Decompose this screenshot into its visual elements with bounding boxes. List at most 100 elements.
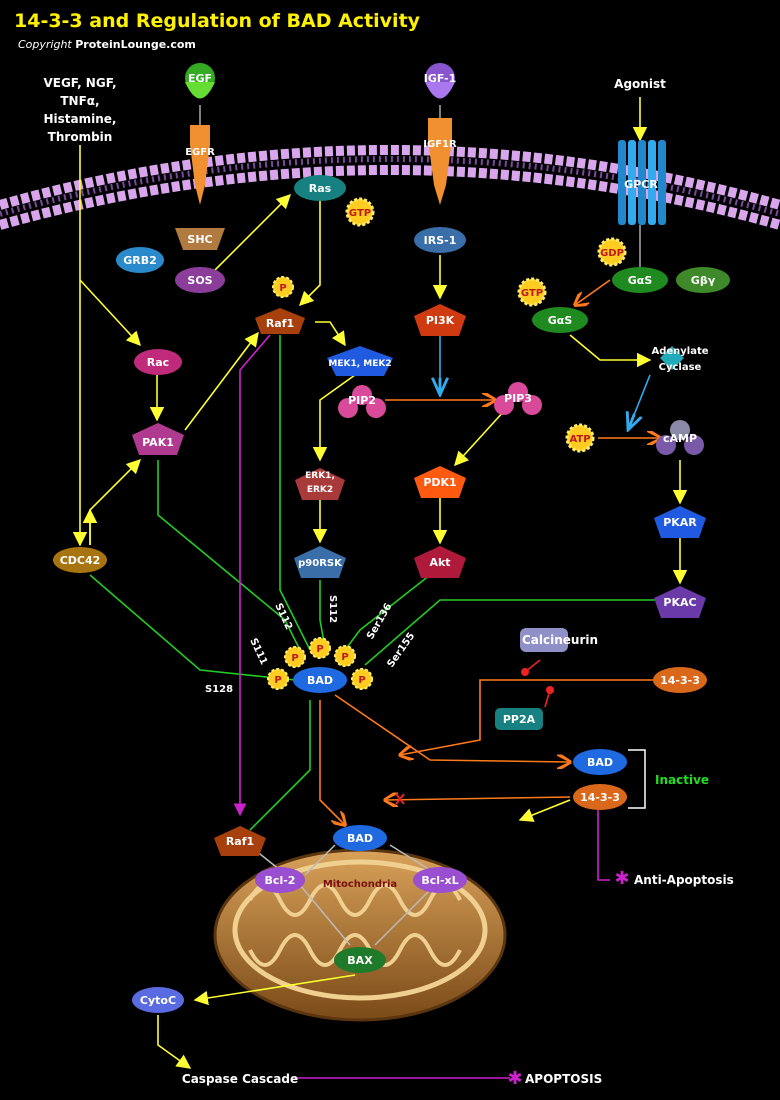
inhibition-lines (233, 334, 610, 1079)
node-erk: ERK1, ERK2 (295, 468, 345, 500)
mitochondria-label: Mitochondria (323, 879, 397, 890)
node-gas-membrane: GαS (612, 267, 668, 293)
node-1433-right: 14-3-3 (653, 667, 707, 693)
stimulus-3: Histamine, (44, 112, 117, 126)
phosphate-bad-4: P (267, 668, 289, 690)
erk-label-2: ERK2 (307, 485, 333, 495)
calcineurin-label: Calcineurin (522, 633, 598, 647)
pip2-label: PIP2 (348, 394, 376, 407)
node-pp2a: PP2A (495, 708, 543, 730)
phosphate-bad-5: P (351, 668, 373, 690)
caspase-label: Caspase Cascade (182, 1072, 298, 1086)
irs1-label: IRS-1 (424, 234, 457, 247)
apoptosis-star-icon: ✱ (507, 1068, 522, 1089)
node-rac: Rac (134, 349, 182, 375)
igf1-label: IGF-1 (424, 72, 457, 85)
bad-label-1: BAD (307, 674, 333, 687)
plasma-membrane (0, 145, 780, 230)
gpcr-receptor: GPCR (618, 140, 666, 268)
phosphate-raf1: P (272, 276, 294, 298)
node-pdk1: PDK1 (414, 466, 466, 498)
cdc42-label: CDC42 (60, 554, 101, 567)
node-gby: Gβγ (676, 267, 730, 293)
bax-label: BAX (347, 954, 373, 967)
adenylate-label-2: Cyclase (659, 362, 702, 373)
inactive-bracket (628, 749, 646, 809)
phosphate-bad-1: P (284, 646, 306, 668)
p1433-label-1: 14-3-3 (660, 674, 700, 687)
pp2a-label: PP2A (503, 713, 536, 726)
gdp-label: GDP (600, 248, 624, 259)
bclxl-label: Bcl-xL (421, 874, 458, 887)
gtp-badge-ras: GTP (345, 197, 375, 227)
cytoc-label: CytoC (140, 994, 176, 1007)
page-title: 14-3-3 and Regulation of BAD Activity (14, 10, 421, 32)
p-label-2: P (316, 644, 323, 655)
node-pak1: PAK1 (132, 423, 184, 455)
translocation-lines (319, 279, 660, 825)
node-bclxl: Bcl-xL (413, 867, 467, 893)
stimuli-list: VEGF, NGF, TNFα, Histamine, Thrombin (43, 76, 116, 144)
node-raf1-mito: Raf1 (214, 826, 266, 856)
site-s112-a: S112 (272, 602, 294, 632)
mitochondrion (213, 848, 507, 1022)
p-label-4: P (274, 675, 281, 686)
mek-label: MEK1, MEK2 (328, 359, 391, 369)
copyright-site: ProteinLounge.com (75, 38, 196, 51)
gtp-label-2: GTP (521, 288, 543, 299)
node-bad-mito: BAD (333, 825, 387, 851)
p-label-1: P (291, 653, 298, 664)
gby-label: Gβγ (691, 274, 716, 287)
anti-apoptosis-label: Anti-Apoptosis (634, 873, 734, 887)
anti-apoptosis-star-icon: ✱ (614, 868, 629, 889)
gpcr-label: GPCR (624, 178, 658, 191)
agonist-label: Agonist (614, 77, 666, 91)
phosphate-bad-2: P (309, 637, 331, 659)
erk-label-1: ERK1, (305, 471, 335, 481)
akt-label: Akt (429, 556, 450, 569)
atp-badge: ATP (565, 423, 595, 453)
node-p90rsk: p90RSK (294, 546, 346, 578)
node-calcineurin: Calcineurin (520, 628, 598, 652)
raf1-label-2: Raf1 (226, 835, 254, 848)
p-label-3: P (341, 652, 348, 663)
node-1433-inactive: 14-3-3 (573, 784, 627, 810)
pi3k-label: PI3K (426, 314, 455, 327)
sos-label: SOS (187, 274, 212, 287)
gtp-badge-gas: GTP (517, 277, 547, 307)
rac-label: Rac (147, 356, 169, 369)
node-cdc42: CDC42 (53, 547, 107, 573)
shc-label: SHC (187, 233, 212, 246)
copyright: Copyright ProteinLounge.com (18, 38, 196, 51)
p1433-label-2: 14-3-3 (580, 791, 620, 804)
node-cytoc: CytoC (132, 987, 184, 1013)
node-raf1-top: Raf1 (255, 308, 305, 334)
node-bcl2: Bcl-2 (255, 867, 305, 893)
node-mek: MEK1, MEK2 (327, 346, 393, 376)
p-label-0: P (279, 283, 286, 294)
node-bad-center: BAD (293, 667, 347, 693)
activation-arrows (72, 97, 688, 1069)
inactive-label: Inactive (655, 773, 709, 787)
node-bad-inactive: BAD (573, 749, 627, 775)
atp-label: ATP (569, 434, 590, 445)
node-pkac: PKAC (654, 586, 706, 618)
raf1-label-1: Raf1 (266, 317, 294, 330)
node-bax: BAX (334, 947, 386, 973)
ras-label: Ras (309, 182, 332, 195)
node-ras: Ras (294, 175, 346, 201)
pdk1-label: PDK1 (423, 476, 456, 489)
node-pip3: PIP3 (494, 382, 542, 415)
gtp-label-1: GTP (349, 208, 371, 219)
stimulus-2: TNFα, (60, 94, 99, 108)
camp-label: cAMP (663, 432, 697, 445)
phosphate-bad-3: P (334, 645, 356, 667)
gas-label-2: GαS (548, 314, 573, 327)
bad-label-2: BAD (587, 756, 613, 769)
stimulus-4: Thrombin (48, 130, 113, 144)
bad-label-3: BAD (347, 832, 373, 845)
site-s112-b: S112 (327, 595, 338, 623)
node-sos: SOS (175, 267, 225, 293)
